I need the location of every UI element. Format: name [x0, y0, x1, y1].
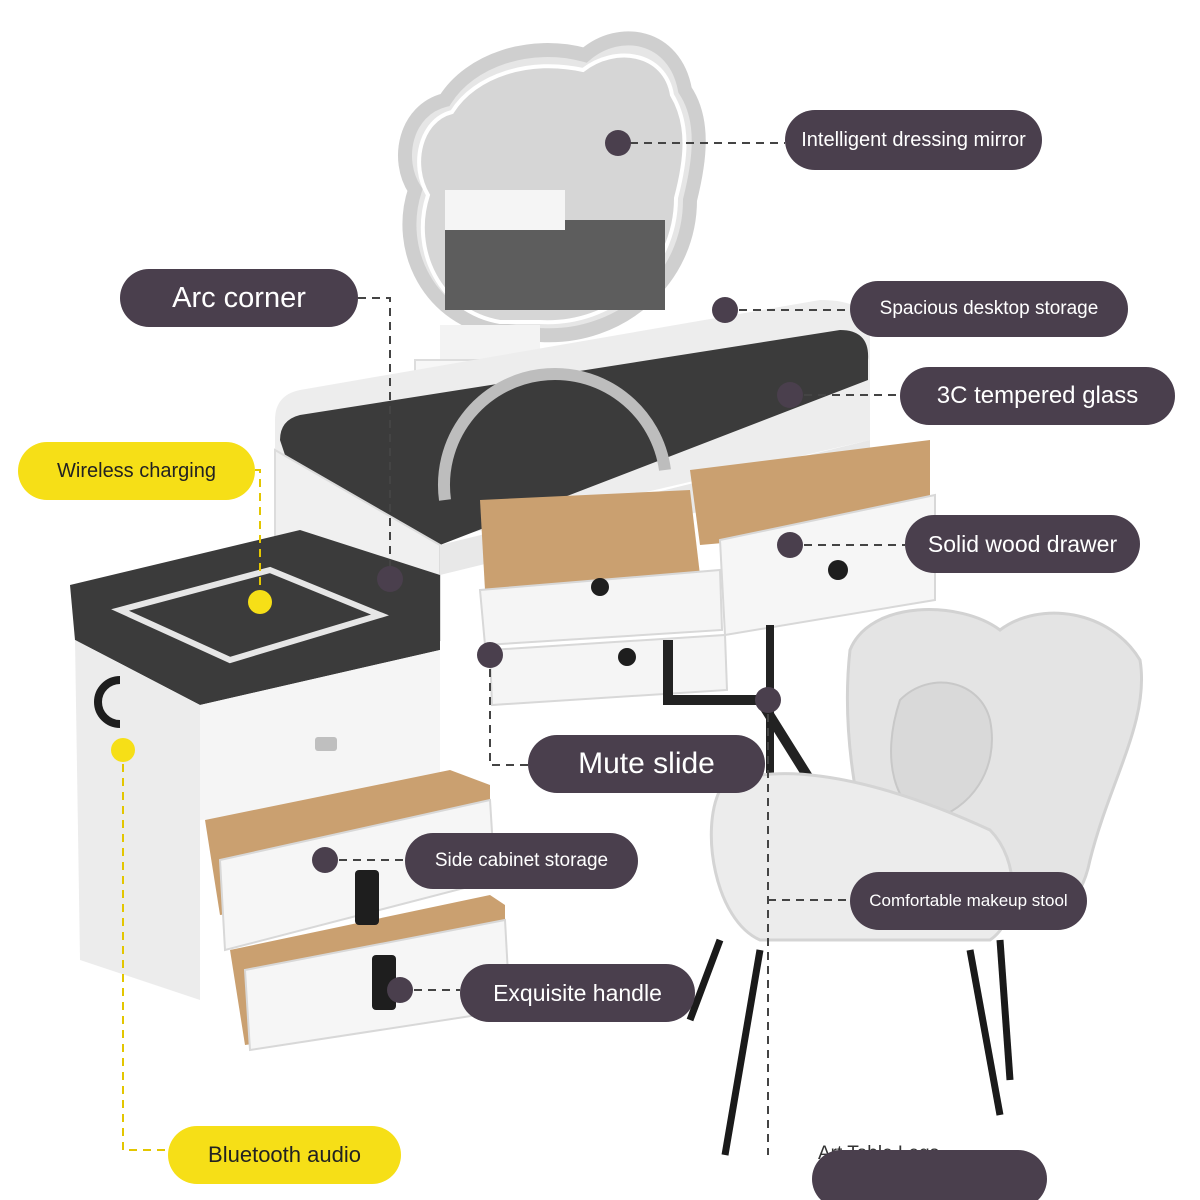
label-mute-slide: Mute slide — [528, 735, 765, 793]
label-exquisite-handle: Exquisite handle — [460, 964, 695, 1022]
side-cabinet — [70, 530, 512, 1052]
label-text: Side cabinet storage — [434, 850, 609, 871]
side-cabinet-dot — [312, 847, 338, 873]
makeup-stool — [686, 608, 1143, 1156]
label-text: Wireless charging — [57, 459, 216, 482]
label-text: Spacious desktop storage — [879, 298, 1099, 319]
mirror-dot — [605, 130, 631, 156]
dressing-mirror — [398, 31, 706, 411]
arc-corner-dot — [377, 566, 403, 592]
label-text: Bluetooth audio — [208, 1142, 361, 1167]
mute-slide-dot — [477, 642, 503, 668]
label-arc-corner: Arc corner — [120, 269, 358, 327]
label-wireless-charging: Wireless charging — [18, 442, 255, 500]
label-text: Arc corner — [172, 281, 306, 314]
label-text: Mute slide — [578, 747, 715, 780]
handle-dot — [387, 977, 413, 1003]
leader-lines — [325, 142, 905, 1155]
label-side-cabinet-storage: Side cabinet storage — [405, 833, 638, 889]
label-table-legs — [812, 1150, 1047, 1200]
label-comfortable-makeup-stool: Comfortable makeup stool — [850, 872, 1087, 930]
label-3c-tempered-glass: 3C tempered glass — [900, 367, 1175, 425]
label-intelligent-dressing-mirror: Intelligent dressing mirror — [785, 110, 1042, 170]
bluetooth-audio-dot — [111, 738, 135, 762]
desktop-storage-dot — [712, 297, 738, 323]
wireless-charging-dot — [248, 590, 272, 614]
wood-drawer-dot — [777, 532, 803, 558]
label-solid-wood-drawer: Solid wood drawer — [905, 515, 1140, 573]
label-text: Exquisite handle — [493, 979, 662, 1006]
label-bluetooth-audio: Bluetooth audio — [168, 1126, 401, 1184]
label-spacious-desktop-storage: Spacious desktop storage — [850, 281, 1128, 337]
label-text: Intelligent dressing mirror — [801, 128, 1026, 151]
highlight-leader-lines — [122, 469, 261, 1151]
label-text: Solid wood drawer — [927, 530, 1118, 557]
label-text: Comfortable makeup stool — [869, 891, 1068, 910]
label-text: 3C tempered glass — [936, 382, 1139, 409]
tempered-glass-dot — [777, 382, 803, 408]
table-legs-dot — [755, 687, 781, 713]
